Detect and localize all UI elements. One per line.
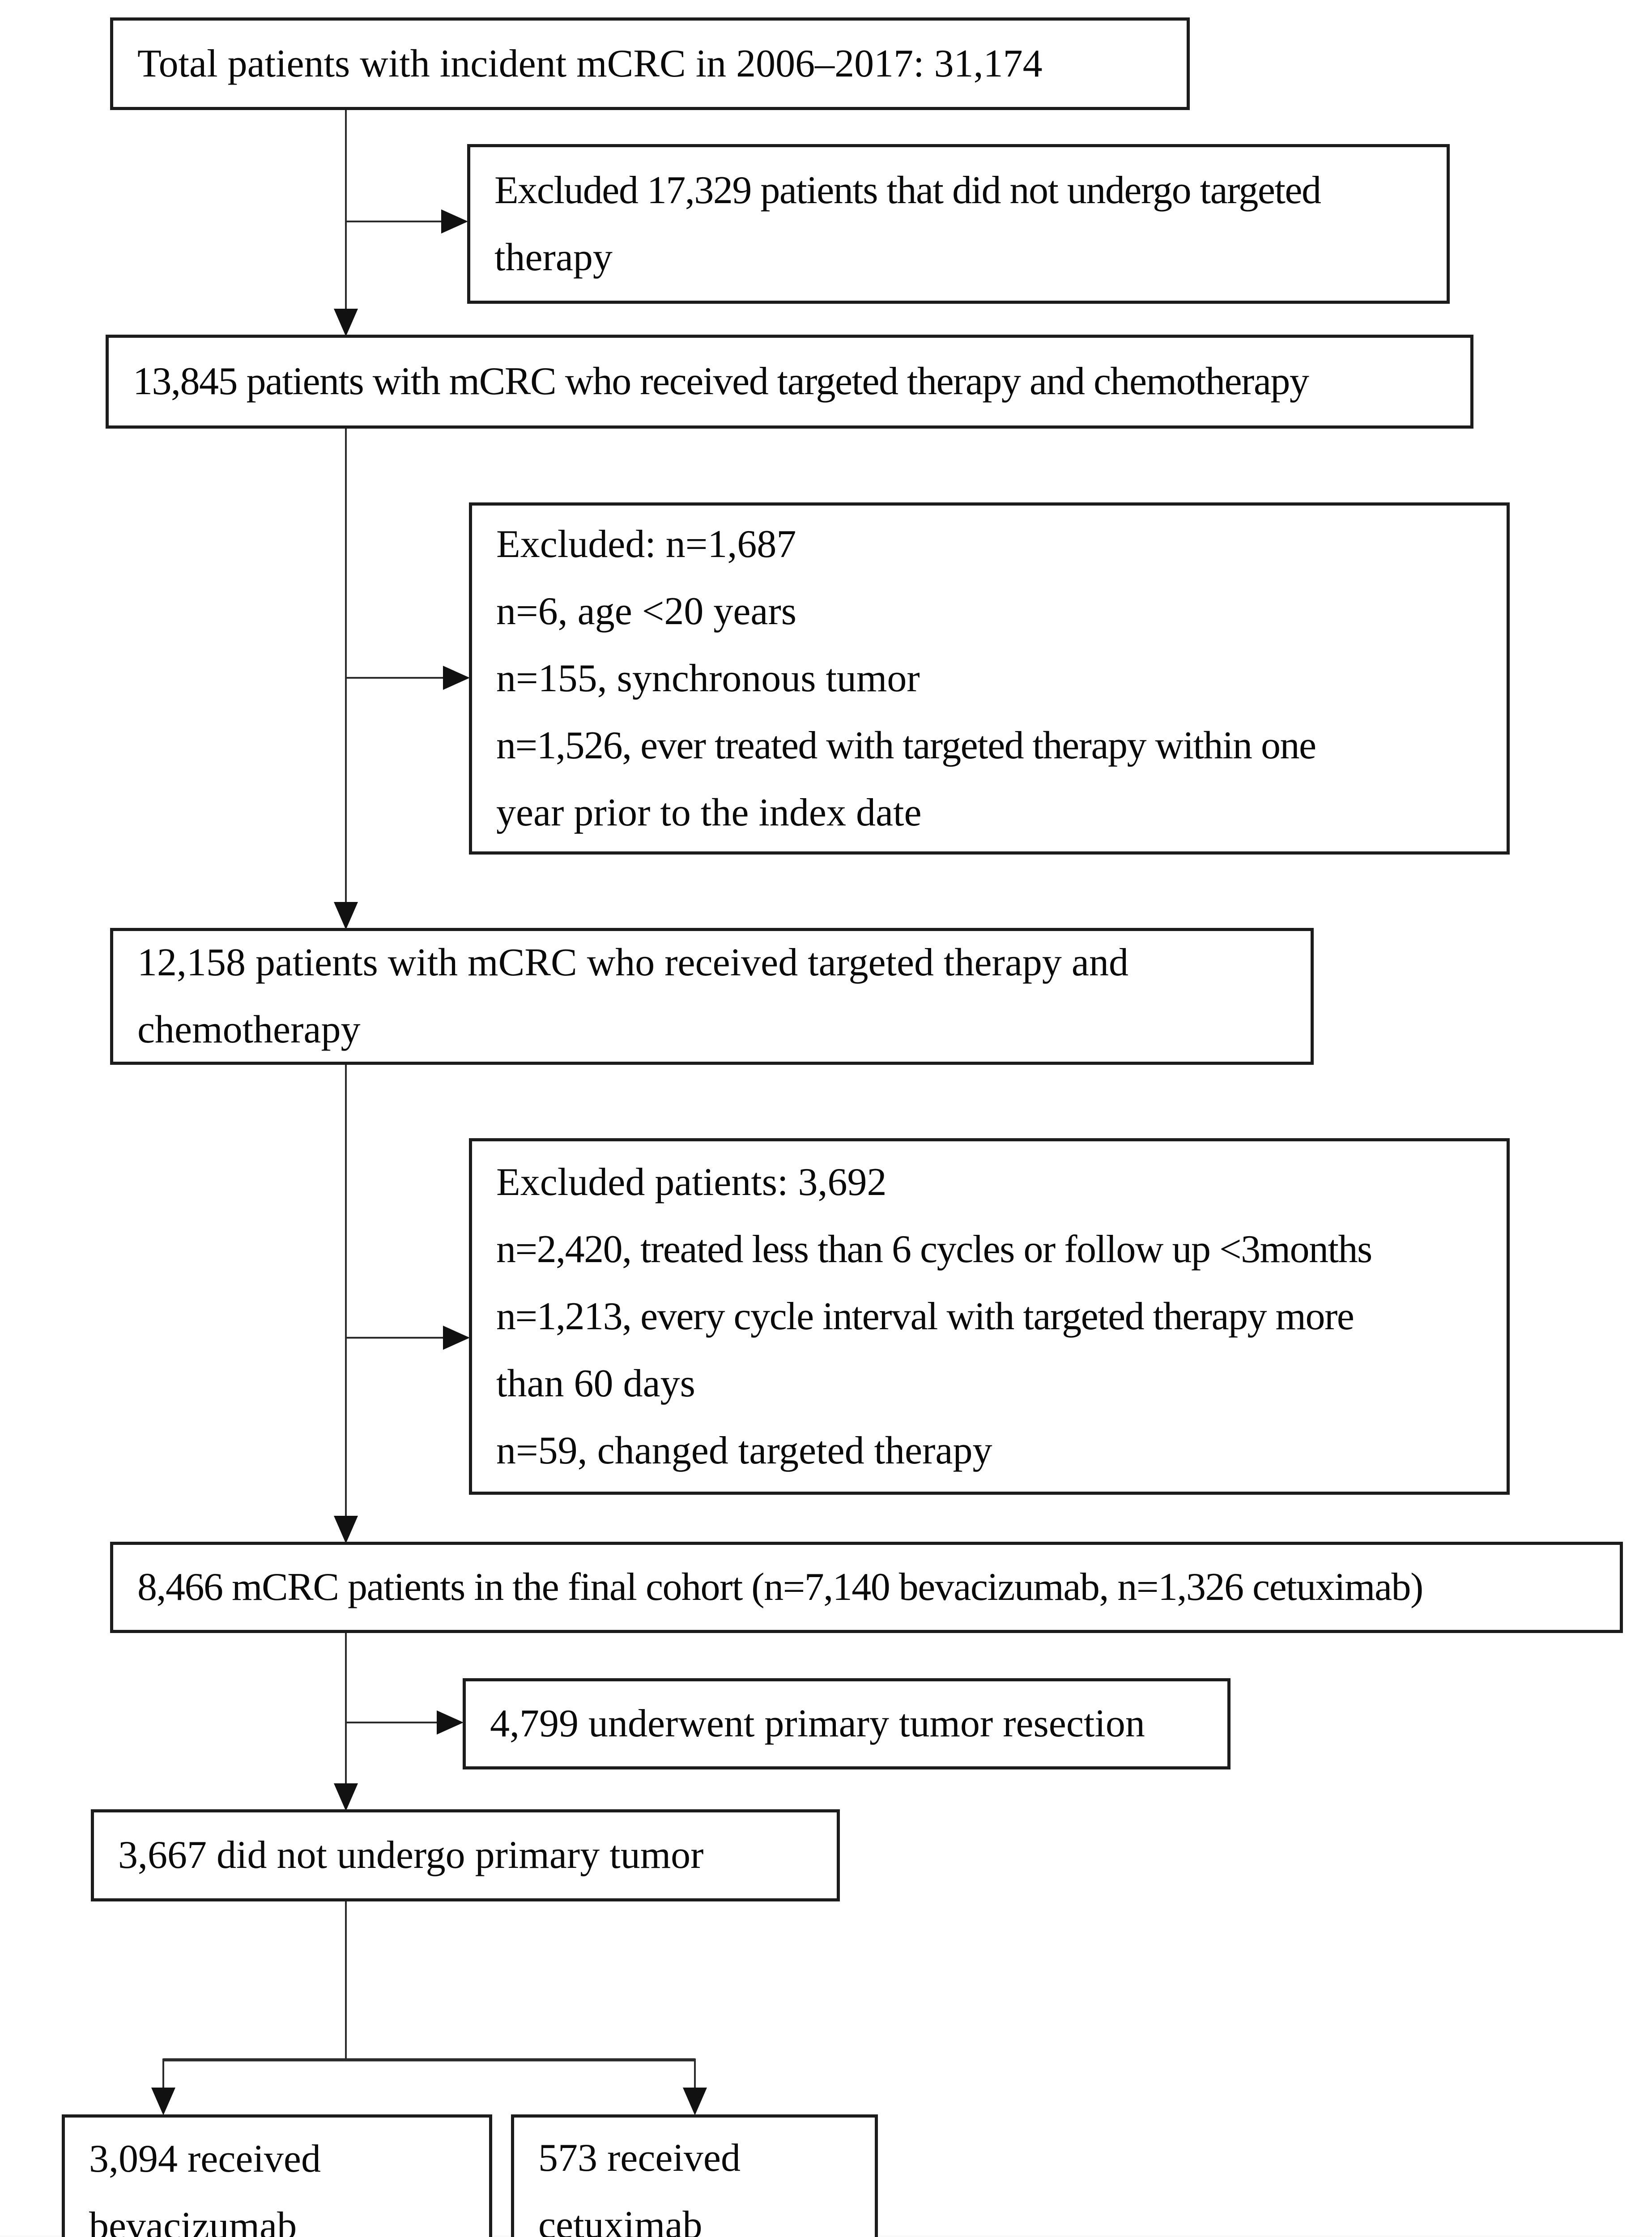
arrow-right-icon bbox=[437, 1710, 464, 1735]
branch-arrow-3 bbox=[346, 1326, 470, 1350]
box-received-targeted-12158: 12,158 patients with mCRC who received t… bbox=[110, 928, 1314, 1065]
arrow-down-icon bbox=[334, 1516, 358, 1544]
branch-arrow-2 bbox=[346, 666, 470, 690]
branch-arrow-4 bbox=[346, 1710, 464, 1735]
box-excluded-3692: Excluded patients: 3,692 n=2,420, treate… bbox=[469, 1138, 1510, 1495]
box-text: 573 received bbox=[538, 2136, 741, 2180]
arrow-down-icon bbox=[151, 2088, 175, 2115]
box-total-patients: Total patients with incident mCRC in 200… bbox=[110, 17, 1190, 110]
box-text: 13,845 patients with mCRC who received t… bbox=[133, 360, 1309, 403]
box-no-resection-3667: 3,667 did not undergo primary tumor bbox=[91, 1809, 840, 1901]
box-text: therapy bbox=[494, 235, 613, 279]
box-bevacizumab-3094: 3,094 received bevacizumab bbox=[62, 2114, 492, 2237]
box-text: than 60 days bbox=[496, 1361, 695, 1405]
flow-line-2 bbox=[334, 429, 358, 930]
box-text: n=1,526, ever treated with targeted ther… bbox=[496, 723, 1316, 767]
box-text: 8,466 mCRC patients in the final cohort … bbox=[137, 1565, 1423, 1609]
flow-line-4 bbox=[334, 1633, 358, 1811]
box-cetuximab-573: 573 received cetuximab bbox=[511, 2114, 878, 2237]
box-text: cetuximab bbox=[538, 2203, 703, 2237]
box-text: bevacizumab bbox=[89, 2204, 297, 2237]
arrow-down-icon bbox=[334, 1783, 358, 1811]
arrow-down-icon bbox=[683, 2088, 707, 2115]
box-text: Excluded: n=1,687 bbox=[496, 522, 796, 566]
box-text: 3,667 did not undergo primary tumor bbox=[118, 1833, 704, 1877]
box-text: 12,158 patients with mCRC who received t… bbox=[137, 941, 1128, 984]
branch-arrow-1 bbox=[346, 209, 468, 234]
box-text: Total patients with incident mCRC in 200… bbox=[137, 42, 1043, 85]
box-final-cohort-8466: 8,466 mCRC patients in the final cohort … bbox=[110, 1542, 1623, 1633]
box-excluded-1687: Excluded: n=1,687 n=6, age <20 years n=1… bbox=[469, 502, 1510, 855]
box-text: n=59, changed targeted therapy bbox=[496, 1429, 992, 1472]
arrow-right-icon bbox=[443, 1326, 470, 1350]
box-text: year prior to the index date bbox=[496, 791, 922, 834]
box-tumor-resection-4799: 4,799 underwent primary tumor resection bbox=[463, 1678, 1230, 1769]
box-text: chemotherapy bbox=[137, 1008, 361, 1051]
box-text: n=155, synchronous tumor bbox=[496, 656, 920, 700]
box-text: n=2,420, treated less than 6 cycles or f… bbox=[496, 1227, 1372, 1271]
split-connector bbox=[151, 1901, 707, 2115]
box-text: n=6, age <20 years bbox=[496, 589, 797, 633]
arrow-down-icon bbox=[334, 309, 358, 336]
arrow-down-icon bbox=[334, 902, 358, 930]
box-text: n=1,213, every cycle interval with targe… bbox=[496, 1294, 1354, 1338]
flow-line-3 bbox=[334, 1065, 358, 1544]
arrow-right-icon bbox=[441, 209, 468, 234]
box-text: 4,799 underwent primary tumor resection bbox=[490, 1702, 1145, 1745]
flow-line-1 bbox=[334, 110, 358, 336]
box-text: 3,094 received bbox=[89, 2137, 321, 2181]
box-text: Excluded 17,329 patients that did not un… bbox=[494, 168, 1321, 212]
box-received-targeted-13845: 13,845 patients with mCRC who received t… bbox=[106, 335, 1473, 429]
box-text: Excluded patients: 3,692 bbox=[496, 1160, 887, 1204]
arrow-right-icon bbox=[443, 666, 470, 690]
box-excluded-no-targeted-therapy: Excluded 17,329 patients that did not un… bbox=[467, 144, 1450, 304]
